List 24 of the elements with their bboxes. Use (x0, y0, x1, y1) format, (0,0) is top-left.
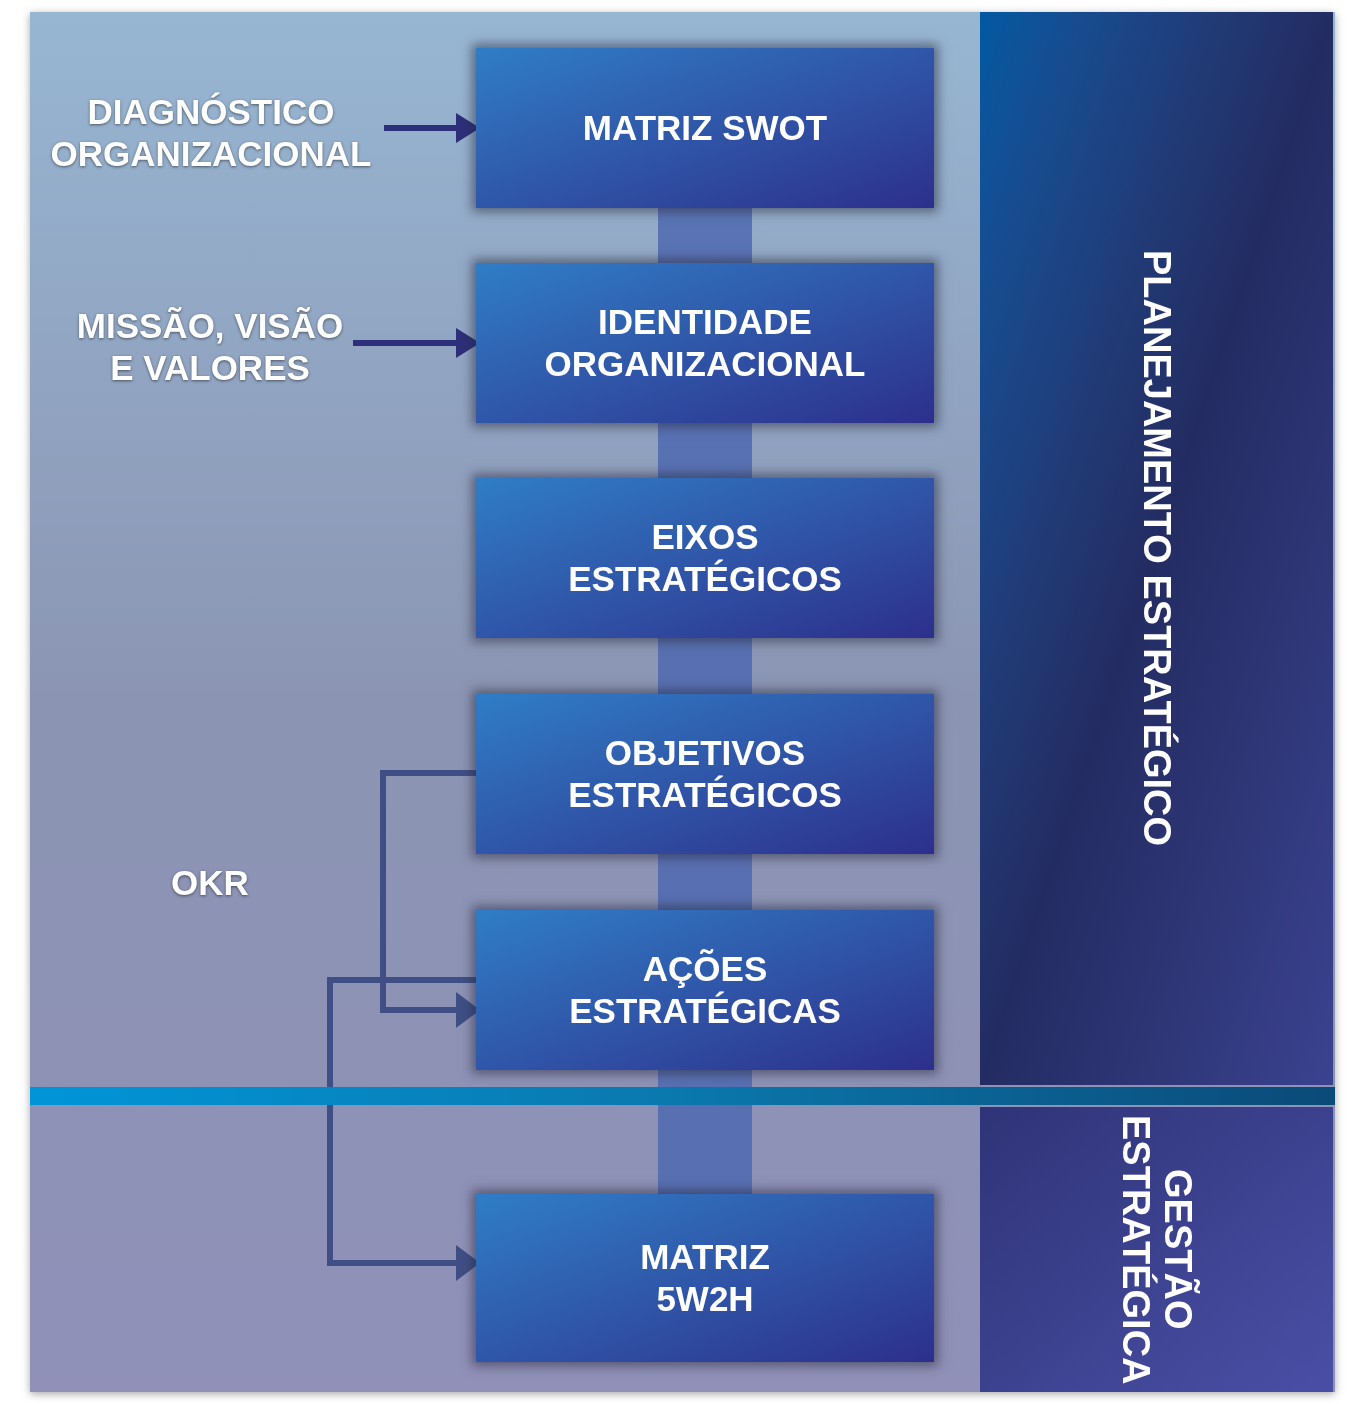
box-label: OBJETIVOS ESTRATÉGICOS (567, 732, 843, 816)
step-label: MISSÃO, VISÃO E VALORES (75, 305, 345, 389)
process-box (476, 478, 934, 638)
phase-band (980, 12, 1333, 1085)
band-label: PLANEJAMENTO ESTRATÉGICO (1135, 250, 1178, 847)
connector-band (658, 423, 752, 478)
method-label: OKR (170, 862, 250, 904)
connector-band (658, 1070, 752, 1194)
box-label: MATRIZ SWOT (582, 107, 828, 149)
process-box (476, 910, 934, 1070)
process-box (476, 694, 934, 854)
process-box (476, 48, 934, 208)
band-label: GESTÃO ESTRATÉGICA (1114, 1114, 1199, 1385)
process-box (476, 263, 934, 423)
box-label: EIXOS ESTRATÉGICOS (567, 516, 843, 600)
connector-band (658, 208, 752, 263)
step-label: DIAGNÓSTICO ORGANIZACIONAL (49, 91, 373, 175)
divider-bar (30, 1087, 1335, 1105)
connector-band (658, 638, 752, 694)
phase-band (980, 1107, 1333, 1392)
process-box (476, 1194, 934, 1362)
box-label: IDENTIDADE ORGANIZACIONAL (543, 301, 867, 385)
box-label: AÇÕES ESTRATÉGICAS (568, 948, 842, 1032)
box-label: MATRIZ 5W2H (639, 1236, 771, 1320)
